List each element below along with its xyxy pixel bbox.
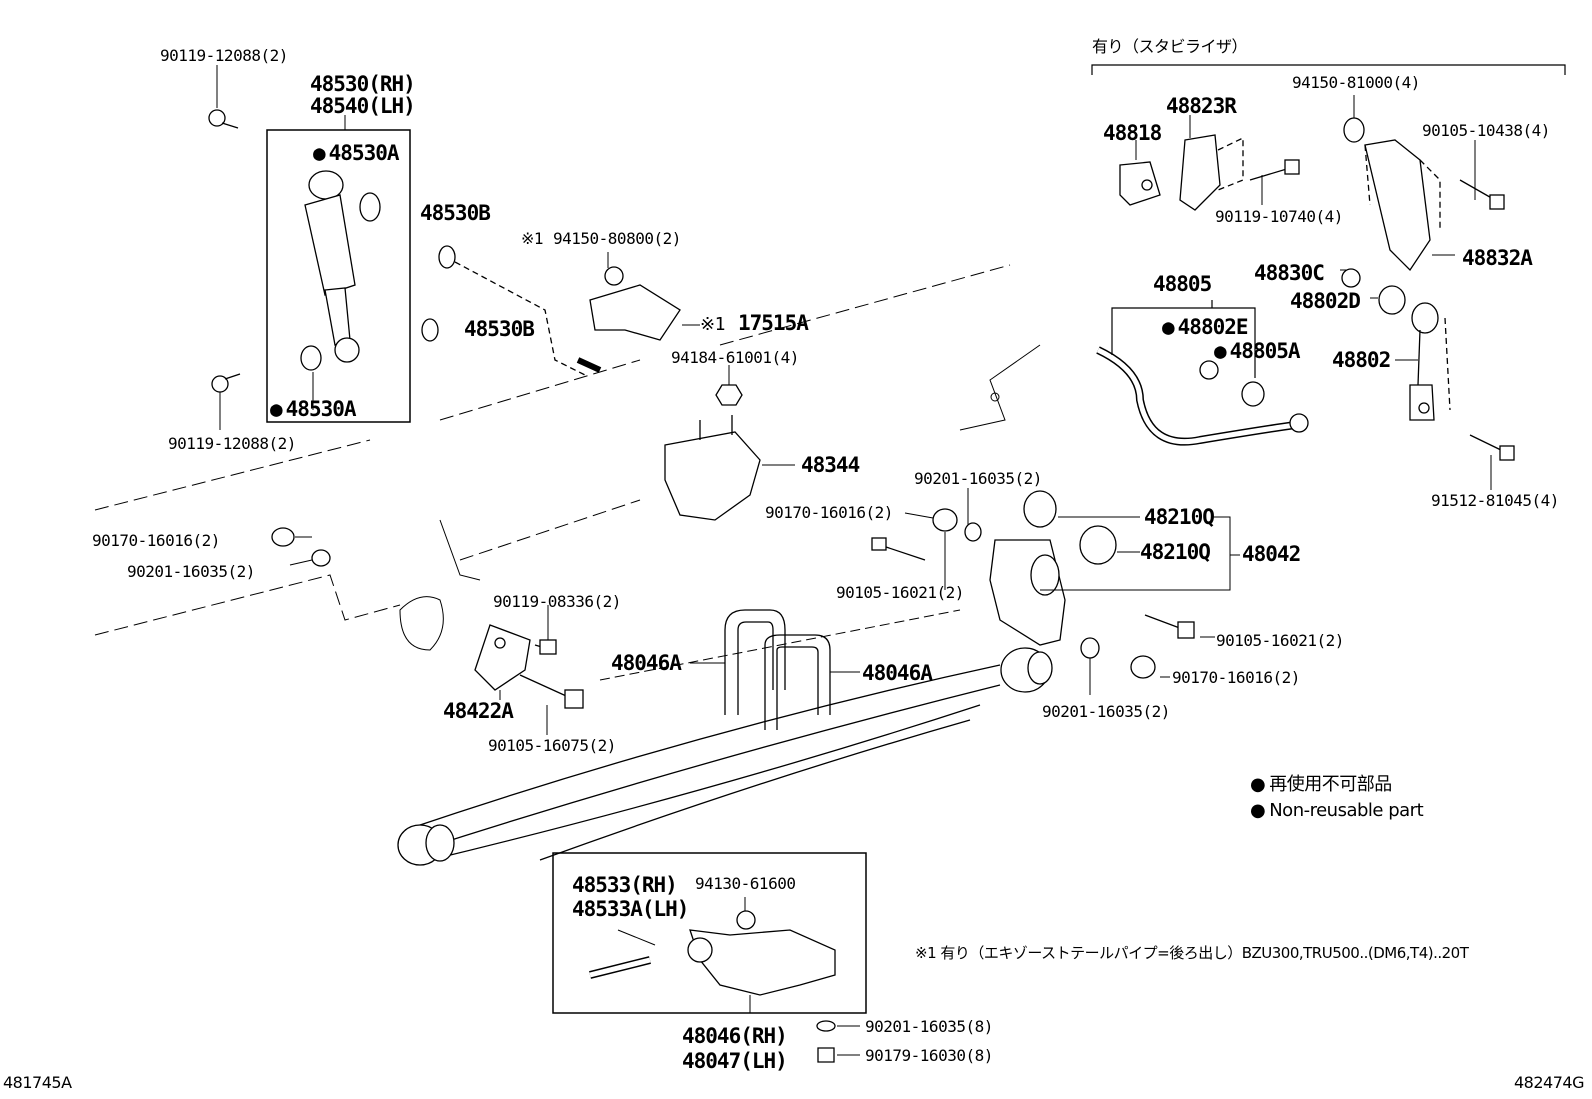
label-48533a-lh: 48533A(LH) [572, 897, 689, 921]
label-90201-16035-left: 90201-16035(2) [127, 562, 255, 581]
shock-absorber [208, 109, 381, 393]
label-48802: 48802 [1332, 348, 1391, 372]
label-90179-16030: 90179-16030(8) [865, 1046, 993, 1065]
legend-en: Non-reusable part [1250, 802, 1423, 820]
label-94130-61600: 94130-61600 [695, 874, 796, 893]
label-48046a-left: 48046A [611, 651, 682, 675]
label-48422a: 48422A [443, 699, 514, 723]
label-48210q-a: 48210Q [1144, 505, 1215, 529]
label-48530a-bottom: 48530A [270, 398, 357, 421]
label-48046a-right: 48046A [862, 661, 933, 685]
label-48805a: 48805A [1214, 340, 1301, 363]
label-48823r: 48823R [1166, 94, 1237, 118]
label-48047-lh: 48047(LH) [682, 1049, 788, 1073]
bushing-48530b [421, 245, 602, 376]
bump-stopper [664, 384, 761, 521]
label-48344: 48344 [801, 453, 860, 477]
u-bolts [724, 609, 831, 730]
label-90105-16021-a: 90105-16021(2) [836, 583, 964, 602]
corner-code-right: 482474G [1514, 1073, 1584, 1092]
label-90119-10740: 90119-10740(4) [1215, 207, 1343, 226]
leaf-spring [397, 647, 1053, 866]
label-48832a: 48832A [1462, 246, 1533, 270]
stabilizer-brackets [1119, 117, 1505, 315]
exhaust-hanger [589, 266, 681, 341]
leader-lines [216, 65, 1492, 1056]
label-48046-rh: 48046(RH) [682, 1024, 788, 1048]
label-90105-16075: 90105-16075(2) [488, 736, 616, 755]
label-94150-81000: 94150-81000(4) [1292, 73, 1420, 92]
label-48802e: 48802E [1162, 316, 1249, 339]
label-90170-16016-b: 90170-16016(2) [1172, 668, 1300, 687]
label-90201-16035-box: 90201-16035(8) [865, 1017, 993, 1036]
label-91512-81045: 91512-81045(4) [1431, 491, 1559, 510]
shackle [589, 910, 836, 996]
label-90105-10438: 90105-10438(4) [1422, 121, 1550, 140]
label-note-mark: ※1 [521, 229, 544, 248]
label-90119-12088-bottom: 90119-12088(2) [168, 434, 296, 453]
label-48530-rh: 48530(RH) [310, 72, 416, 96]
stabilizer-bar [1096, 346, 1309, 446]
label-90201-16035-a: 90201-16035(2) [914, 469, 1042, 488]
left-fasteners [271, 527, 584, 709]
label-90170-16016-a: 90170-16016(2) [765, 503, 893, 522]
shackle-box [552, 852, 867, 1014]
label-48530b-mid: 48530B [464, 317, 535, 341]
label-48540-lh: 48540(LH) [310, 94, 416, 118]
label-48530a-top: 48530A [313, 142, 400, 165]
label-90119-08336: 90119-08336(2) [493, 592, 621, 611]
frame-outline [94, 264, 1041, 681]
label-48530b-top: 48530B [420, 201, 491, 225]
footnote: ※1 有り（エキゾーストテールパイプ=後ろ出し）BZU300,TRU500..(… [915, 944, 1469, 962]
label-90119-12088-top: 90119-12088(2) [160, 46, 288, 65]
label-48818: 48818 [1103, 121, 1162, 145]
label-48533-rh: 48533(RH) [572, 873, 678, 897]
label-90105-16021-b: 90105-16021(2) [1216, 631, 1344, 650]
label-94184-61001: 94184-61001(4) [671, 348, 799, 367]
corner-code-left: 481745A [3, 1073, 72, 1092]
label-stabilizer-header: 有り（スタビライザ） [1092, 37, 1248, 56]
spring-seat [871, 490, 1195, 679]
stabilizer-link [1409, 302, 1515, 461]
legend-jp: 再使用不可部品 [1250, 776, 1392, 794]
label-94150-80800: 94150-80800(2) [553, 229, 681, 248]
label-48210q-b: 48210Q [1140, 540, 1211, 564]
label-48805: 48805 [1153, 272, 1212, 296]
shackle-washers [816, 1020, 836, 1063]
shock-absorber-box [266, 129, 411, 423]
label-48830c: 48830C [1254, 261, 1325, 285]
label-90201-16035-b: 90201-16035(2) [1042, 702, 1170, 721]
label-48042: 48042 [1242, 542, 1301, 566]
label-90170-16016-left: 90170-16016(2) [92, 531, 220, 550]
label-17515a-mark: ※1 [700, 314, 725, 335]
label-17515a: 17515A [738, 311, 809, 335]
label-48802d: 48802D [1290, 289, 1361, 313]
